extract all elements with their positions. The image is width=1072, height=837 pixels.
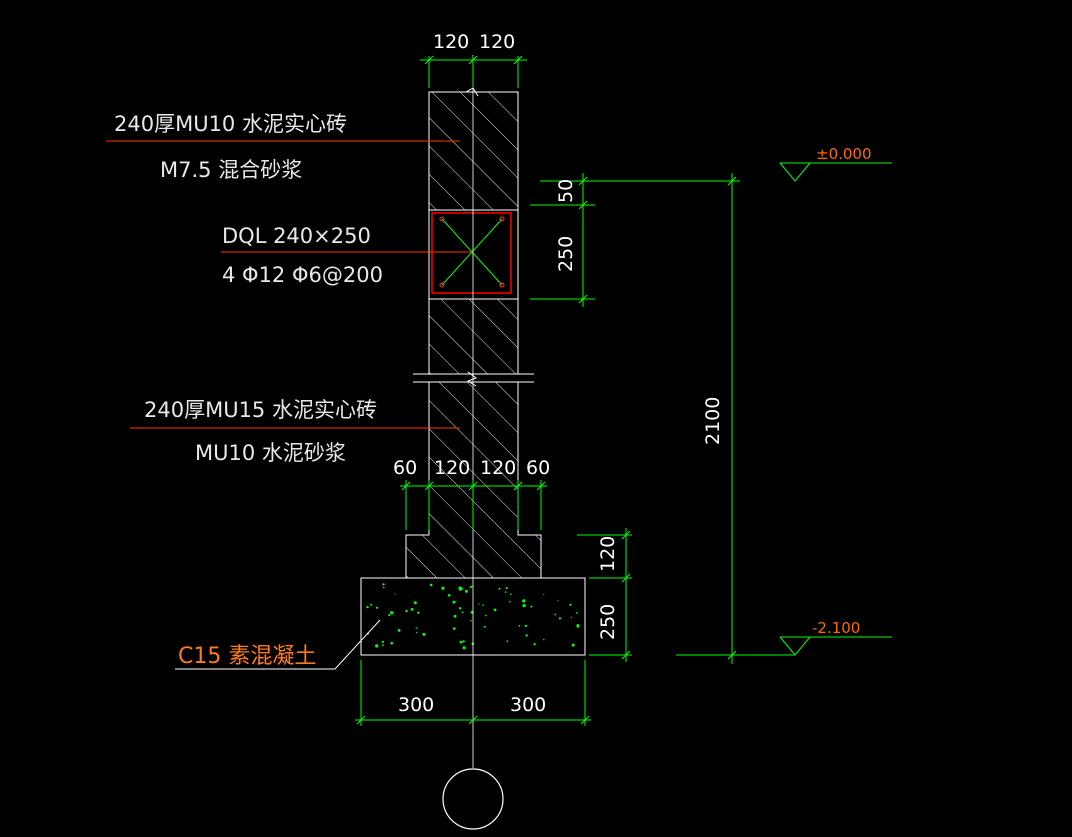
- beam-label-1: DQL 240×250: [222, 224, 371, 248]
- dim-footing-left: 300: [398, 694, 434, 716]
- ground-beam-dql: [428, 209, 519, 300]
- dim-footing-right: 300: [510, 694, 546, 716]
- axis-bubble: [442, 768, 504, 830]
- upper-wall-label-1: 240厚MU10 水泥实心砖: [114, 112, 347, 136]
- dim-total-height: 2100: [702, 397, 724, 445]
- dim-step-outer-right: 60: [526, 457, 550, 479]
- upper-wall-label-2: M7.5 混合砂浆: [160, 158, 302, 182]
- upper-wall-body: [428, 91, 519, 375]
- dimension-lines: [355, 55, 892, 726]
- beam-label-2: 4 Φ12 Φ6@200: [222, 263, 383, 287]
- dim-step-height: 120: [597, 536, 619, 572]
- lower-wall-label-1: 240厚MU15 水泥实心砖: [144, 398, 377, 422]
- level-bottom: -2.100: [812, 619, 860, 637]
- dim-top-left: 120: [433, 31, 469, 53]
- leader-lines: [106, 140, 472, 429]
- dim-step-inner-right: 120: [480, 457, 516, 479]
- dim-step-outer-left: 60: [393, 457, 417, 479]
- concrete-label: C15 素混凝土: [178, 644, 316, 669]
- dim-top-right: 120: [479, 31, 515, 53]
- concrete-leader: [175, 619, 381, 670]
- dim-beam-height: 250: [555, 236, 577, 272]
- lower-wall-label-2: MU10 水泥砂浆: [195, 441, 346, 465]
- level-top: ±0.000: [816, 145, 872, 163]
- dim-step-inner-left: 120: [434, 457, 470, 479]
- dim-beam-gap: 50: [555, 179, 577, 203]
- dim-footing-height: 250: [597, 604, 619, 640]
